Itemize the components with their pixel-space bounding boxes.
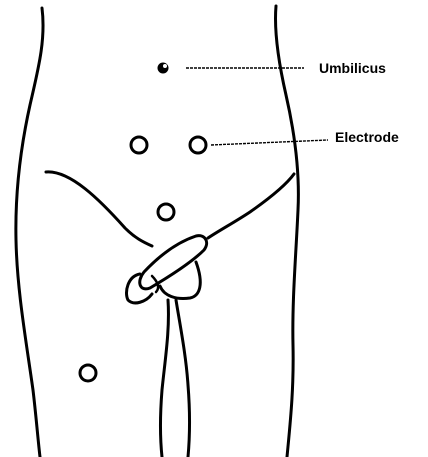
right-inner-leg [176, 300, 190, 457]
umbilicus-highlight [163, 64, 167, 68]
electrode-left-abdomen [131, 137, 147, 153]
electrode-right-abdomen [190, 137, 206, 153]
right-groin-line [208, 174, 294, 238]
electrode-suprapubic [158, 204, 174, 220]
torso-left-outline [16, 8, 43, 457]
left-inner-leg [161, 300, 169, 457]
left-groin-line [46, 172, 152, 246]
umbilicus-mark [158, 63, 169, 74]
umbilicus-label: Umbilicus [319, 61, 386, 75]
electrode-label: Electrode [335, 130, 399, 144]
electrode-leader-line [211, 140, 328, 145]
electrode-thigh [80, 365, 96, 381]
torso-right-outline [275, 6, 298, 457]
